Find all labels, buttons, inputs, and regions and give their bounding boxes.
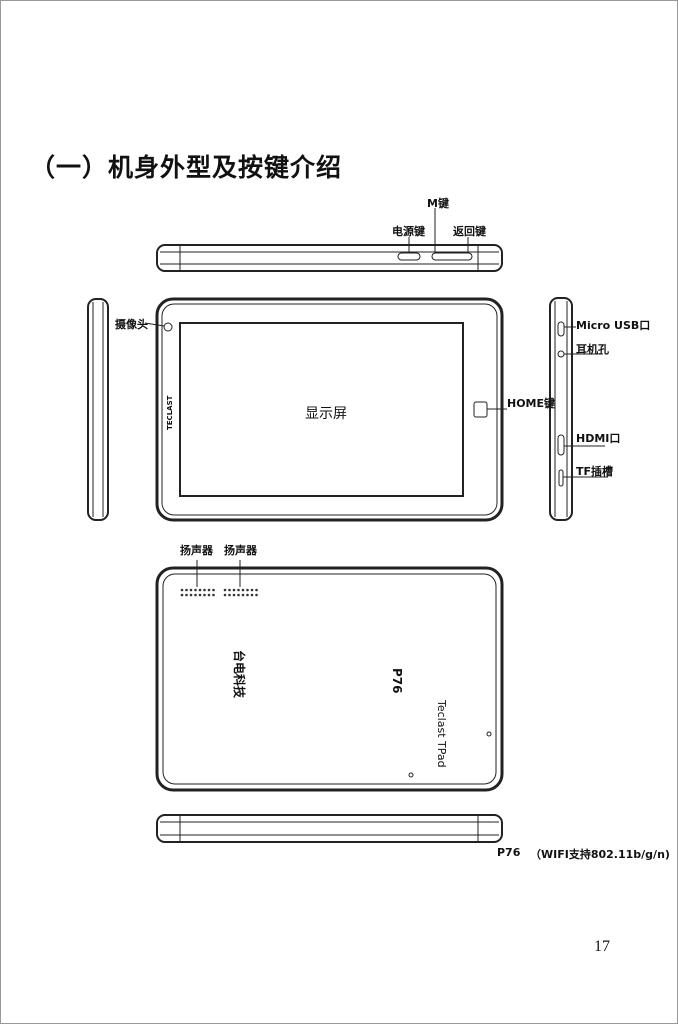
page-number: 17 [594, 938, 610, 955]
speaker-hole [207, 593, 211, 597]
label-hdmi: HDMI口 [576, 432, 621, 445]
label-speaker-1: 扬声器 [180, 544, 213, 557]
speaker-hole [198, 593, 202, 597]
speaker-hole [194, 593, 197, 597]
speaker-hole [223, 593, 227, 597]
speaker-hole [189, 593, 193, 597]
label-m-key: M键 [427, 197, 449, 210]
speaker-hole [228, 593, 231, 597]
speaker-hole [212, 593, 215, 597]
speaker-hole [255, 593, 258, 597]
label-earphone: 耳机孔 [576, 343, 609, 356]
speaker-hole [223, 588, 227, 592]
speaker-hole [232, 593, 236, 597]
label-speaker-2: 扬声器 [224, 544, 257, 557]
speaker-hole [185, 588, 188, 592]
speaker-hole [203, 593, 206, 597]
top-edge-view [156, 208, 503, 272]
speaker-hole [241, 593, 245, 597]
speaker-hole [198, 588, 202, 592]
back-product-name: Teclast TPad [435, 700, 448, 768]
speaker-hole [212, 588, 215, 592]
speaker-hole [246, 588, 249, 592]
bottom-edge-view [156, 814, 503, 843]
label-tf-slot: TF插槽 [576, 465, 614, 478]
speaker-hole [189, 588, 193, 592]
speaker-hole [241, 588, 245, 592]
front-brand-logo: TECLAST [166, 395, 174, 430]
label-power-key: 电源键 [392, 225, 425, 238]
speaker-hole [207, 588, 211, 592]
back-brand-logo: 台电科技 [232, 650, 246, 699]
speaker-hole [180, 588, 184, 592]
speaker-hole [232, 588, 236, 592]
left-side-view [87, 298, 109, 521]
power-button [397, 252, 421, 261]
home-button [473, 401, 488, 418]
speaker-hole [237, 593, 240, 597]
section-heading: （一）机身外型及按键介绍 [30, 153, 343, 182]
right-side-view [549, 297, 608, 521]
label-micro-usb: Micro USB口 [576, 319, 651, 332]
back-model: P76 [390, 668, 404, 694]
speaker-hole [228, 588, 231, 592]
speaker-hole [255, 588, 258, 592]
speaker-hole [180, 593, 184, 597]
speaker-hole [246, 593, 249, 597]
caption-model: P76 [497, 846, 521, 859]
speaker-hole [250, 593, 254, 597]
speaker-hole [237, 588, 240, 592]
front-view [144, 297, 507, 522]
speaker-hole [203, 588, 206, 592]
camera-lens [163, 322, 173, 332]
label-camera: 摄像头 [115, 318, 148, 331]
speaker-hole [250, 588, 254, 592]
speaker-hole [185, 593, 188, 597]
m-back-button [431, 252, 473, 261]
label-screen: 显示屏 [305, 406, 347, 422]
caption-wifi: （WIFI支持802.11b/g/n) [530, 848, 670, 861]
label-home-key: HOME键 [507, 397, 556, 410]
label-back-key: 返回键 [453, 225, 486, 238]
back-view [155, 560, 504, 792]
speaker-hole [194, 588, 197, 592]
